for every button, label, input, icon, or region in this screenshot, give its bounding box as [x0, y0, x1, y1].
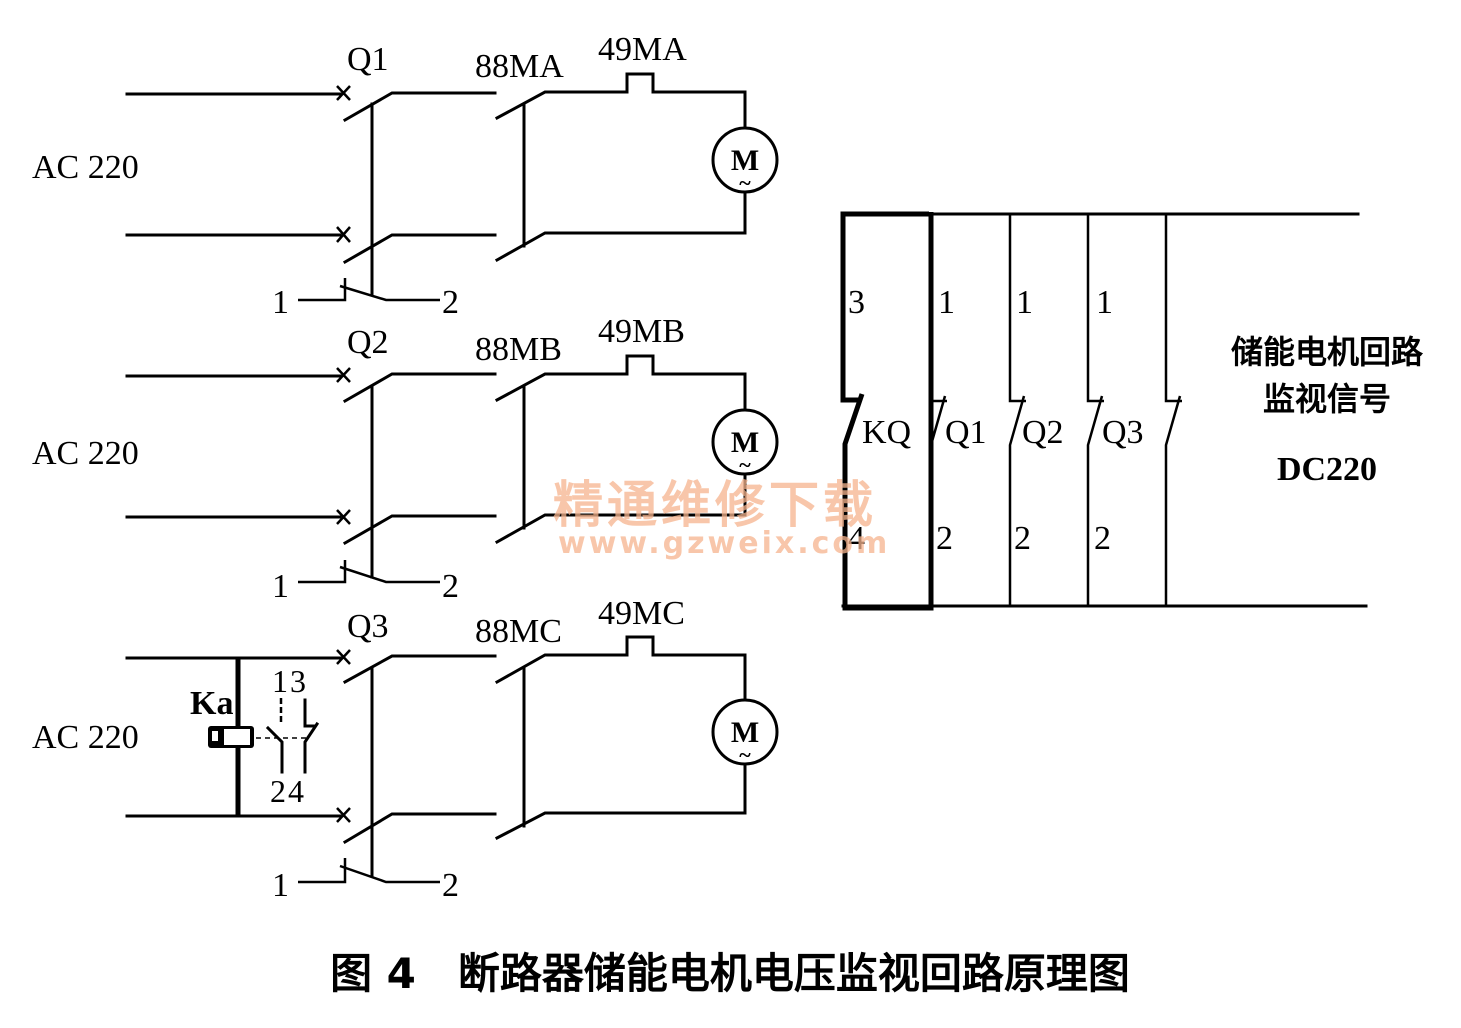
q3-branch-top [1086, 214, 1104, 403]
figure-caption: 图 4 断路器储能电机电压监视回路原理图 [330, 949, 1130, 998]
q2-branch-bottom [1008, 395, 1026, 606]
breaker-label-q3: Q3 [347, 608, 389, 645]
circuit-b: AC 220 Q2 88MB 49MB 1 2 M ~ [32, 313, 779, 605]
contactor-bottom-c [494, 762, 747, 841]
svg-text:M: M [731, 426, 759, 459]
aux-terminal-2-c: 2 [442, 867, 459, 904]
thermal-label-49mb: 49MB [598, 313, 685, 350]
contactor-label-88mc: 88MC [475, 613, 562, 650]
contact-label-q1: Q1 [945, 414, 987, 451]
contact-label-q3: Q3 [1102, 414, 1144, 451]
contact-label-kq: KQ [862, 414, 911, 451]
breaker-x-icon [336, 85, 351, 243]
thermal-label-49ma: 49MA [598, 31, 687, 68]
watermark: 精通维修下载 www.gzweix.com [553, 476, 890, 561]
aux-terminal-2-b: 2 [442, 568, 459, 605]
contactor-top-a [494, 72, 747, 130]
q1-branch-bottom [929, 395, 947, 606]
output-branch-top [1164, 214, 1182, 403]
terminal-q3-2: 2 [1094, 520, 1111, 557]
breaker-x-icon [336, 649, 351, 823]
breaker-x-icon [336, 367, 351, 525]
relay-contact-1-2 [265, 725, 284, 774]
terminal-q2-2: 2 [1014, 520, 1031, 557]
aux-contact-right-b [339, 565, 440, 584]
thermal-label-49mc: 49MC [598, 595, 685, 632]
relay-terminals-24: 24 [270, 773, 306, 809]
aux-contact-right-a [339, 284, 440, 302]
signal-label-line2: 监视信号 [1263, 380, 1391, 418]
aux-contact-right-c [339, 864, 440, 884]
breaker-blade-bottom-b [342, 514, 497, 546]
aux-terminal-1-b: 1 [272, 568, 289, 605]
aux-contact-left-a [298, 278, 347, 302]
terminal-q2-1: 1 [1016, 284, 1033, 321]
breaker-label-q2: Q2 [347, 324, 389, 361]
svg-text:~: ~ [739, 452, 751, 477]
terminal-q1-2: 2 [936, 520, 953, 557]
contactor-label-88ma: 88MA [475, 48, 564, 85]
kq-branch-top [840, 211, 929, 403]
relay-ka: Ka 13 24 [190, 658, 320, 816]
aux-terminal-2-a: 2 [442, 284, 459, 321]
watermark-url: www.gzweix.com [558, 526, 890, 561]
relay-contact-3-4 [303, 721, 320, 774]
contactor-bottom-a [494, 190, 747, 263]
dc-supply-label: DC220 [1277, 451, 1377, 488]
monitor-circuit: KQ 3 4 Q1 1 2 Q2 1 2 Q3 1 2 储能电机回路 监视信号 … [840, 211, 1424, 611]
q1-branch-top [929, 214, 947, 403]
svg-text:M: M [731, 716, 759, 749]
aux-terminal-1-a: 1 [272, 284, 289, 321]
terminal-kq-3: 3 [848, 284, 865, 321]
breaker-blade-bottom-a [342, 233, 497, 265]
breaker-label-q1: Q1 [347, 41, 389, 78]
breaker-blade-top-a [342, 91, 497, 123]
breaker-blade-top-c [342, 654, 497, 685]
supply-label-c: AC 220 [32, 719, 139, 756]
relay-terminals-13: 13 [272, 663, 308, 699]
svg-text:M: M [731, 144, 759, 177]
supply-label-b: AC 220 [32, 435, 139, 472]
terminal-kq-4: 4 [848, 520, 865, 557]
aux-contact-left-b [298, 560, 347, 584]
contact-label-q2: Q2 [1022, 414, 1064, 451]
relay-label-ka: Ka [190, 685, 233, 722]
signal-label-line1: 储能电机回路 [1231, 333, 1424, 371]
circuit-c: AC 220 Q3 88MC 49MC 1 2 M ~ Ka [32, 595, 779, 904]
breaker-blade-top-b [342, 372, 497, 404]
circuit-a: AC 220 Q1 88MA 49MA 1 2 M ~ [32, 31, 779, 321]
aux-terminal-1-c: 1 [272, 867, 289, 904]
motor-icon-b: M ~ [711, 408, 779, 477]
motor-icon-c: M ~ [711, 698, 779, 767]
contactor-top-b [494, 354, 747, 412]
svg-text:~: ~ [739, 170, 751, 195]
terminal-q3-1: 1 [1096, 284, 1113, 321]
terminal-q1-1: 1 [938, 284, 955, 321]
svg-text:~: ~ [739, 742, 751, 767]
aux-contact-left-c [298, 858, 347, 884]
motor-icon-a: M ~ [711, 126, 779, 195]
contactor-bottom-b [494, 472, 747, 545]
contactor-top-c [494, 635, 747, 702]
watermark-text: 精通维修下载 [553, 476, 877, 534]
supply-label-a: AC 220 [32, 149, 139, 186]
q3-branch-bottom [1086, 395, 1104, 606]
q2-branch-top [1008, 214, 1026, 403]
contactor-label-88mb: 88MB [475, 331, 562, 368]
output-branch-bottom [1164, 395, 1182, 606]
breaker-blade-bottom-c [342, 812, 497, 845]
relay-contact-3-top [303, 698, 316, 728]
